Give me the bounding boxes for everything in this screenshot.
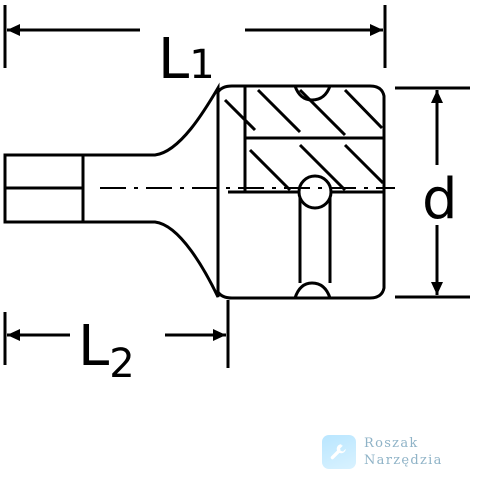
label-l2: L2 (78, 314, 135, 387)
hex-bit-tip (3, 153, 85, 224)
watermark-line-2: Narzędzia (364, 453, 443, 468)
wrench-icon (322, 435, 356, 469)
label-l1: L1 (158, 27, 215, 92)
watermark: Roszak Narzędzia (322, 430, 472, 474)
bit-shank (83, 82, 220, 298)
watermark-text: Roszak Narzędzia (364, 435, 443, 469)
socket-body (216, 84, 386, 300)
label-d: d (422, 167, 458, 232)
watermark-line-1: Roszak (364, 436, 419, 451)
